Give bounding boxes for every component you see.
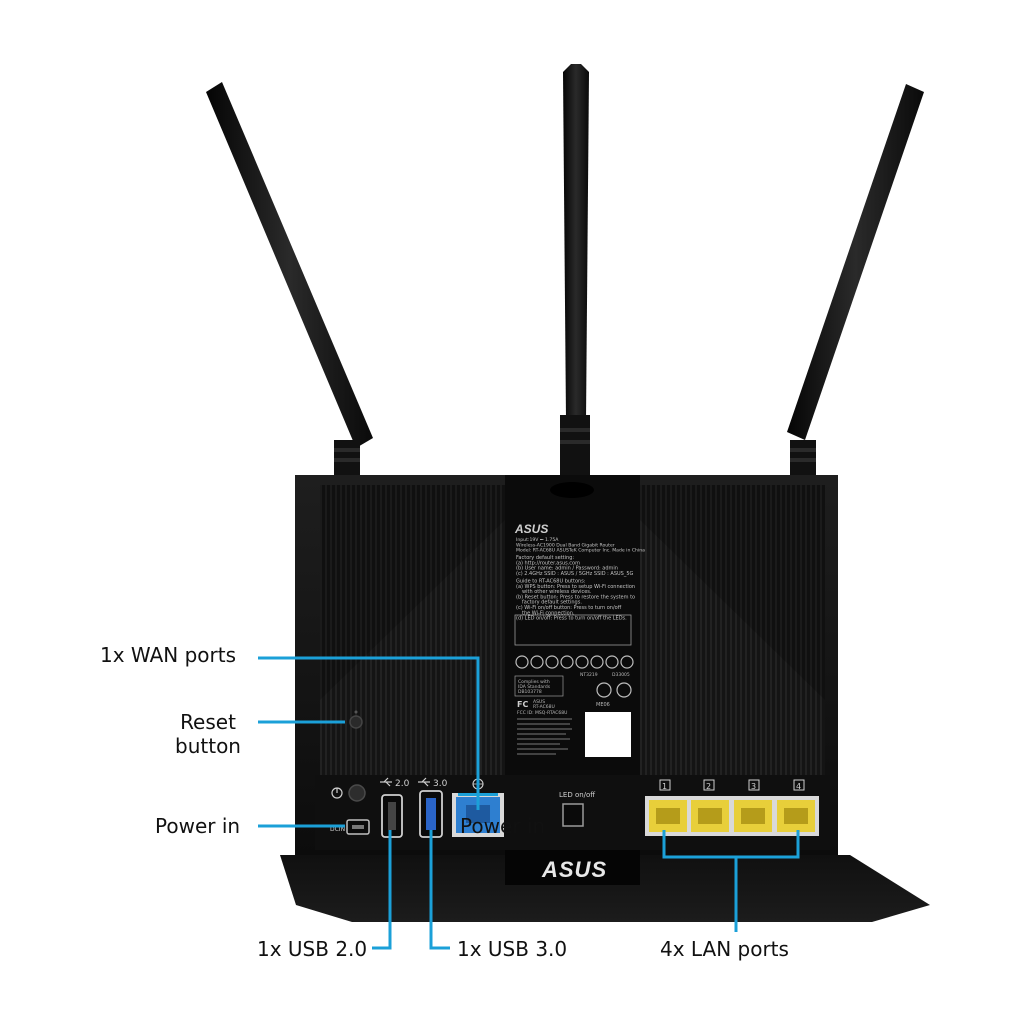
lan-port-2[interactable] bbox=[691, 800, 729, 832]
usb3-callout-label: 1x USB 3.0 bbox=[457, 937, 568, 961]
lan-callout-line-left bbox=[662, 830, 800, 859]
certification-icon bbox=[596, 682, 612, 698]
compliance-line-1: Complies with bbox=[518, 679, 550, 685]
label-asus-logo: ASUS bbox=[514, 522, 548, 536]
asus-logo: ASUS bbox=[541, 857, 607, 882]
fcc-fine-print bbox=[517, 718, 572, 755]
callout-lines bbox=[258, 656, 800, 950]
usb2-callout-line bbox=[372, 830, 392, 950]
me-code: ME06 bbox=[596, 702, 610, 708]
ntc-code: NT3219 bbox=[580, 672, 598, 678]
label-plate-line: Wireless-AC1900 Dual Band Gigabit Router bbox=[516, 542, 615, 548]
d-code: D33005 bbox=[612, 672, 630, 678]
label-plate-line: (a) WPS button: Press to setup Wi-Fi con… bbox=[516, 584, 635, 590]
lan-number-4: 4 bbox=[796, 782, 801, 791]
power-switch[interactable] bbox=[331, 784, 366, 802]
router-body bbox=[280, 475, 930, 922]
usb2-label: 2.0 bbox=[395, 779, 410, 789]
wan-callout-label: 1x WAN ports bbox=[100, 643, 237, 667]
antenna-center bbox=[560, 64, 590, 487]
label-button-diagram bbox=[514, 614, 632, 646]
label-plate-line: Factory default setting: bbox=[516, 555, 574, 561]
lan-number-1: 1 bbox=[662, 782, 667, 791]
antenna-left bbox=[206, 82, 373, 490]
label-plate-line: with other wireless devices. bbox=[522, 589, 592, 595]
usb-icon-2 bbox=[380, 777, 392, 787]
power-callout-label: Power in bbox=[155, 814, 241, 838]
fcc-line-2: RT-AC68U bbox=[533, 704, 555, 710]
usb3-callout-line bbox=[429, 830, 450, 950]
label-plate-line: the Wi-Fi connection. bbox=[522, 610, 575, 616]
compliance-line-2: IDA Standards bbox=[518, 684, 551, 690]
label-plate-line: (a) http://router.asus.com bbox=[516, 560, 580, 566]
label-plate-line: (b) Reset button: Press to restore the s… bbox=[516, 594, 635, 600]
label-plate-line: (c) 2.4GHz SSID : ASUS / 5GHz SSID : ASU… bbox=[516, 571, 634, 577]
label-plate-line: (d) LED on/off: Press to turn on/off the… bbox=[516, 616, 627, 622]
power-overlay-label: Power in bbox=[460, 814, 546, 838]
rohs-icon bbox=[616, 682, 632, 698]
lan-port-1[interactable] bbox=[649, 800, 687, 832]
label-plate-line: Guide to RT-AC68U buttons: bbox=[516, 579, 586, 585]
lan-numbers: 1 2 3 4 bbox=[659, 779, 805, 791]
lan-number-3: 3 bbox=[751, 782, 756, 791]
vent-panel-right bbox=[640, 485, 825, 775]
compliance-line-3: DB103778 bbox=[518, 689, 542, 695]
lan-callout-label: 4x LAN ports bbox=[660, 937, 789, 961]
lan-port-3[interactable] bbox=[734, 800, 772, 832]
serial-sticker bbox=[585, 712, 631, 757]
usb3-label: 3.0 bbox=[433, 779, 448, 789]
fcc-line-1: ASUS bbox=[533, 699, 545, 705]
fcc-line-3: FCC ID: MSQ-RTAC68U bbox=[517, 710, 567, 716]
reset-callout-label: Reset button bbox=[170, 710, 246, 758]
label-plate-line: Input:19V ⎓ 1.75A bbox=[516, 537, 559, 543]
reset-callout-line1: Reset bbox=[180, 710, 236, 734]
led-onoff-button[interactable] bbox=[562, 803, 584, 827]
label-plate-line: Model: RT-AC68U ASUSTeK Computer Inc. Ma… bbox=[516, 548, 645, 554]
label-plate-line: (b) User name: admin / Password: admin bbox=[516, 566, 618, 572]
fcc-icon: FC bbox=[517, 700, 528, 709]
reset-callout-line2: button bbox=[175, 734, 241, 758]
usb-icon-3 bbox=[418, 777, 430, 787]
label-plate-line: (c) Wi-Fi on/off button: Press to turn o… bbox=[516, 605, 622, 611]
usb2-callout-label: 1x USB 2.0 bbox=[257, 937, 368, 961]
dcin-label: DCIN bbox=[330, 826, 345, 833]
wan-callout-line bbox=[258, 656, 480, 810]
led-label: LED on/off bbox=[559, 791, 595, 799]
reset-button[interactable] bbox=[349, 715, 363, 729]
router-base bbox=[280, 855, 930, 922]
vent-panel-left bbox=[320, 485, 505, 775]
lan-port-4[interactable] bbox=[777, 800, 815, 832]
compliance-icons bbox=[515, 655, 634, 669]
label-plate-line: factory default settings. bbox=[522, 600, 582, 606]
antenna-right bbox=[787, 84, 924, 490]
lan-number-2: 2 bbox=[706, 782, 711, 791]
